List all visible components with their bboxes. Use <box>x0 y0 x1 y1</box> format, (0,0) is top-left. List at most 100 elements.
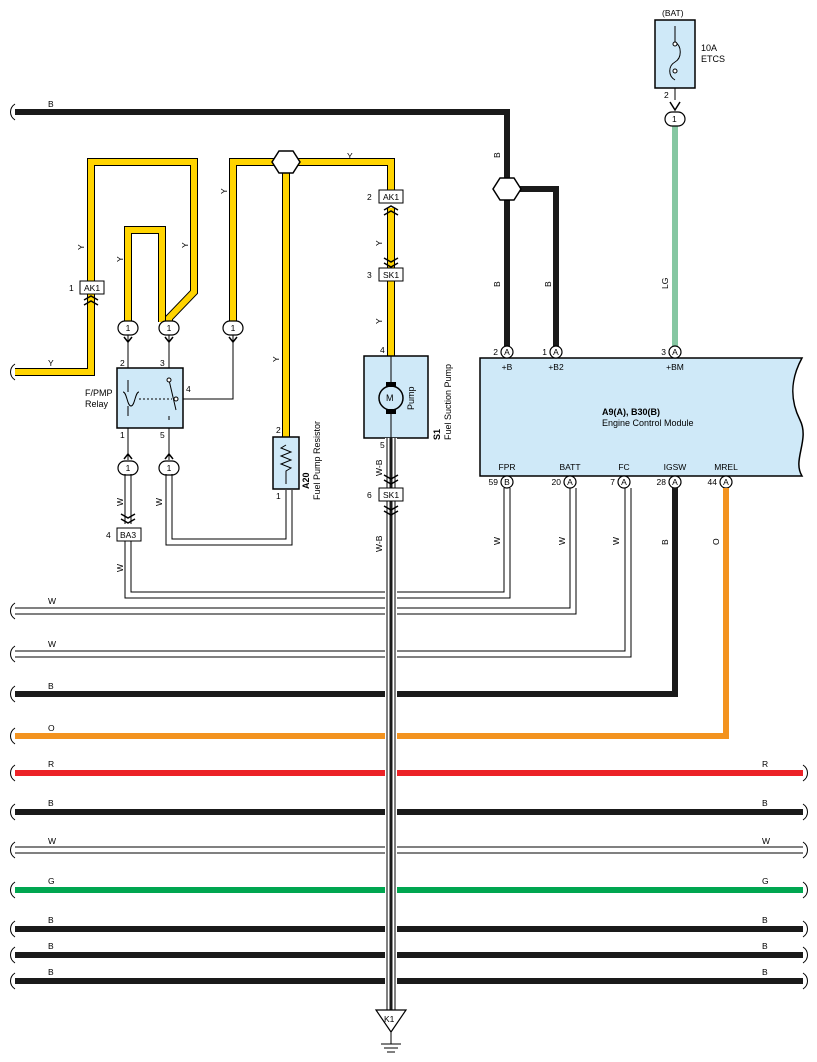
yellow-wiring-fill <box>15 159 394 437</box>
bus-label-right: B <box>762 915 768 925</box>
wire-label-wb-1: W-B <box>374 459 384 476</box>
joint-0: 1 <box>117 320 139 344</box>
fuse-supply: (BAT) <box>662 8 684 18</box>
wire-end-bracket <box>10 363 16 381</box>
joint-1: 1 <box>158 320 180 344</box>
wire-label-y-b: Y <box>115 256 125 262</box>
relay-pin-4: 4 <box>186 384 191 394</box>
wire-labels: B Y Y Y Y Y Y Y Y Y B B B LG W W W W-B W… <box>48 99 721 572</box>
wire-label-w-relay: W <box>115 498 125 506</box>
wire-label-y-d: Y <box>219 188 229 194</box>
fuse-name: ETCS <box>701 54 725 64</box>
bus-label-right: G <box>762 876 769 886</box>
wire-label-o-mrel: O <box>711 538 721 545</box>
fuse-joint-pin: 1 <box>672 114 677 124</box>
wire-label-y-g: Y <box>374 318 384 324</box>
ak1-right-pin: 2 <box>367 192 372 202</box>
wire-end-bracket <box>10 602 16 620</box>
ecm-pin-label: FPR <box>499 462 516 472</box>
ecm-pin-label: +B2 <box>548 362 564 372</box>
wire-label-y-left: Y <box>48 358 54 368</box>
wire-label-w-ba3: W <box>115 564 125 572</box>
ecm-top-pins: A2 +B A1+B2 A3+BM <box>493 345 684 372</box>
bus-label-left: B <box>48 915 54 925</box>
pump-code: S1 <box>432 429 442 440</box>
yellow-wiring <box>15 158 395 437</box>
resistor-pin-top: 2 <box>276 425 281 435</box>
wire-label-b-igsw: B <box>660 539 670 545</box>
bus-label-left: B <box>48 967 54 977</box>
ecm-pin-label: +B <box>502 362 513 372</box>
fuse-rating: 10A <box>701 43 717 53</box>
joint-pin: 1 <box>126 463 131 473</box>
wire-label-y-main: Y <box>347 151 353 161</box>
bus-label-left: R <box>48 759 54 769</box>
resistor-pin-bottom: 1 <box>276 491 281 501</box>
ecm-pin-label: MREL <box>714 462 738 472</box>
ecm-pin-number: 59 <box>489 477 499 487</box>
ba3-name: BA3 <box>120 530 136 540</box>
ecm-pin-number: 2 <box>493 347 498 357</box>
wire-end-bracket <box>10 645 16 663</box>
wire-end-bracket <box>10 727 16 745</box>
ecm-pin-label: FC <box>618 462 629 472</box>
ak1-right-name: AK1 <box>383 192 399 202</box>
wire-label-b-v1: B <box>492 152 502 158</box>
ecm-name: A9(A), B30(B) <box>602 407 660 417</box>
ecm-pin-top-0: A2 +B <box>493 345 514 372</box>
fuel-pump-resistor <box>272 436 300 490</box>
resistor-code: A20 <box>301 472 311 489</box>
connector-ak1-left <box>79 280 105 306</box>
relay-pin-3: 3 <box>160 358 165 368</box>
pump-name: Fuel Suction Pump <box>443 364 453 440</box>
bus-label-left: W <box>48 596 56 606</box>
pump-inner: Pump <box>406 386 416 410</box>
ecm-pin-label: +BM <box>666 362 684 372</box>
ecm-pin-conn: A <box>504 347 510 357</box>
relay-pin-5: 5 <box>160 430 165 440</box>
pump-motor: M <box>386 393 394 403</box>
ecm-pin-label: BATT <box>559 462 580 472</box>
bus-label-right: B <box>762 798 768 808</box>
bus-label-right: B <box>762 941 768 951</box>
ecm-pin-conn: A <box>672 477 678 487</box>
ecm-pin-conn: A <box>723 477 729 487</box>
connector-sk1-upper <box>378 257 404 282</box>
ecm-pin-number: 44 <box>708 477 718 487</box>
fuse-pin: 2 <box>664 90 669 100</box>
wire-label-w-relay2: W <box>154 498 164 506</box>
bus-label-right: R <box>762 759 768 769</box>
black-b-top <box>15 109 559 346</box>
ak1-left-pin: 1 <box>69 283 74 293</box>
ecm-pin-number: 1 <box>542 347 547 357</box>
bus-label-left: O <box>48 723 55 733</box>
bus-label-left: W <box>48 639 56 649</box>
ground-name: K1 <box>384 1014 395 1024</box>
ecm-pin-top-2: A3+BM <box>661 345 684 372</box>
wire-label-w-fc: W <box>611 537 621 545</box>
pump-pin-bottom: 5 <box>380 440 385 450</box>
relay-name: F/PMP <box>85 388 113 398</box>
sk1-lower-pin: 6 <box>367 490 372 500</box>
ecm-pin-number: 7 <box>610 477 615 487</box>
white-signal-wires <box>15 474 632 658</box>
wire-label-y-f: Y <box>374 240 384 246</box>
ecm-pin-top-1: A1+B2 <box>542 345 564 372</box>
wire-label-w-fpr: W <box>492 537 502 545</box>
ground-symbol <box>374 1009 408 1053</box>
sk1-lower-name: SK1 <box>383 490 399 500</box>
